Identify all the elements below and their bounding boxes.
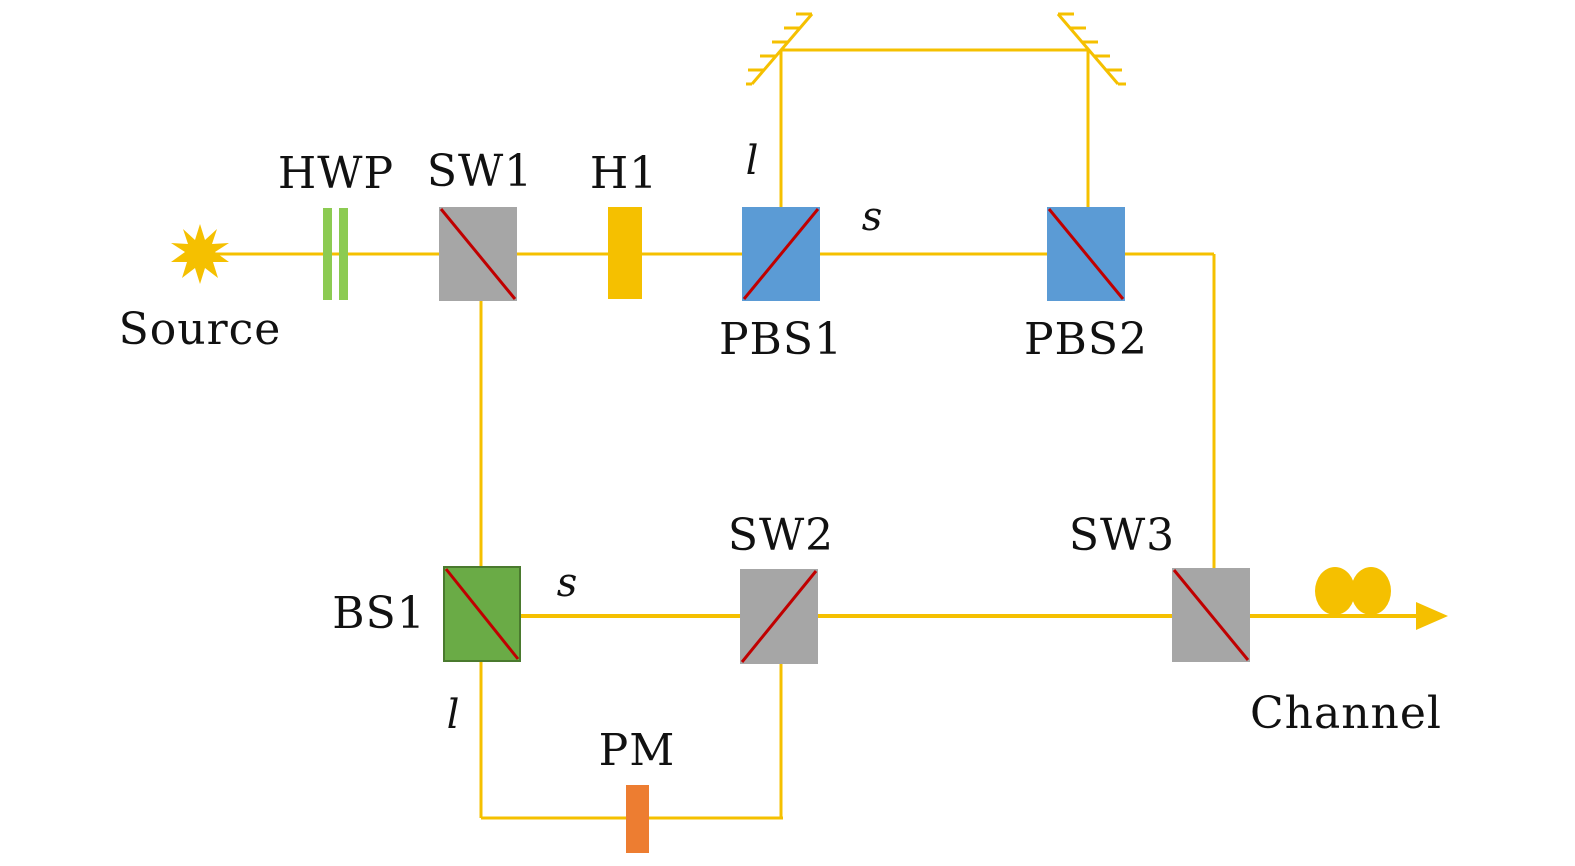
photon-icon: [1315, 567, 1355, 615]
bs1-diagonal: [444, 568, 520, 660]
channel-arrowhead-icon: [1416, 602, 1448, 630]
pbs1-diagonal: [742, 208, 820, 300]
label-l-top: l: [746, 138, 759, 184]
label-sw3: SW3: [1069, 510, 1175, 561]
label-l-bottom: l: [447, 692, 460, 738]
label-h1: H1: [590, 148, 658, 199]
photon-icon: [1351, 567, 1391, 615]
label-pbs1: PBS1: [719, 314, 843, 365]
h1-plate: [608, 207, 642, 299]
label-s-bottom: s: [557, 560, 578, 606]
label-hwp: HWP: [278, 148, 394, 199]
label-channel: Channel: [1250, 688, 1442, 739]
pbs2-diagonal: [1047, 208, 1125, 300]
label-s-top: s: [862, 194, 883, 240]
pm-modulator: [626, 785, 649, 853]
label-pm: PM: [599, 725, 676, 776]
sw2-diagonal: [740, 570, 818, 663]
mirror-right: [1056, 12, 1126, 86]
mirror-left: [746, 12, 814, 86]
label-pbs2: PBS2: [1024, 314, 1148, 365]
label-source: Source: [119, 304, 282, 355]
label-bs1: BS1: [332, 588, 425, 639]
hwp-plates: [323, 208, 348, 300]
sw3-diagonal: [1172, 569, 1250, 661]
label-sw2: SW2: [728, 510, 834, 561]
source-star-icon: [171, 224, 229, 284]
sw1-diagonal: [439, 208, 517, 300]
label-sw1: SW1: [427, 146, 533, 197]
